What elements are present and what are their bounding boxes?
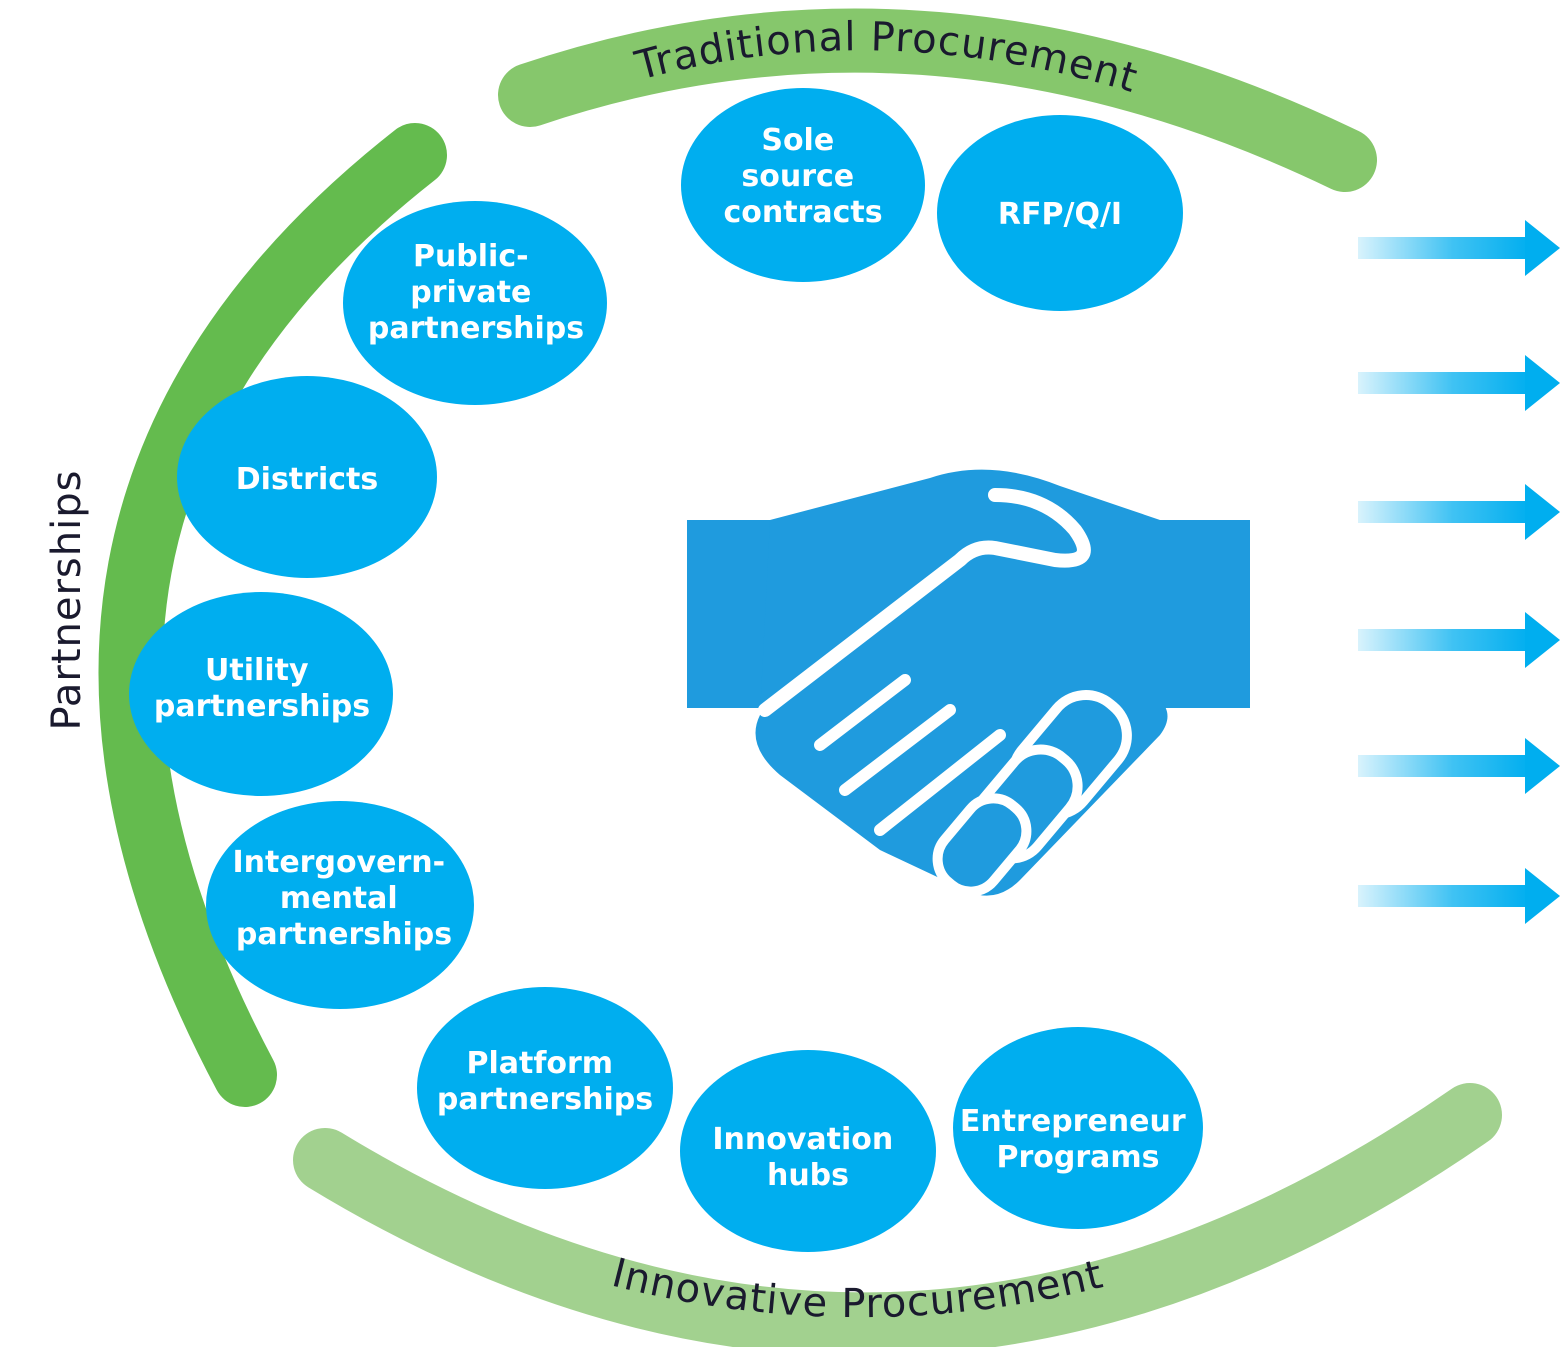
bubble-sole-source-contracts: Sole source contracts bbox=[681, 88, 925, 282]
bubble-label: Intergovern- mental partnerships bbox=[232, 845, 455, 952]
bubble-utility-partnerships: Utility partnerships bbox=[129, 592, 393, 796]
arrow-right-icon bbox=[1358, 738, 1560, 794]
bubble-platform-partnerships: Platform partnerships bbox=[417, 987, 673, 1189]
bubble-label: Platform partnerships bbox=[437, 1046, 653, 1117]
bubble-public-private-partnerships: Public- private partnerships bbox=[343, 201, 607, 405]
arrow-column bbox=[1358, 220, 1560, 924]
arrow-right-icon bbox=[1358, 612, 1560, 668]
bubble-label: Public- private partnerships bbox=[368, 239, 584, 346]
arrow-right-icon bbox=[1358, 220, 1560, 276]
bubble-label: RFP/Q/I bbox=[998, 197, 1122, 232]
bubble-entrepreneur-programs: Entrepreneur Programs bbox=[953, 1027, 1203, 1229]
arrow-right-icon bbox=[1358, 868, 1560, 924]
partnerships-arc bbox=[98, 123, 447, 1107]
bubble-label: Sole source contracts bbox=[723, 123, 882, 230]
bubble-districts: Districts bbox=[177, 376, 437, 578]
bubble-label: Entrepreneur Programs bbox=[960, 1104, 1196, 1175]
bubble-label: Innovation hubs bbox=[712, 1122, 903, 1193]
arrow-right-icon bbox=[1358, 484, 1560, 540]
innovative-procurement-arc bbox=[293, 1083, 1502, 1347]
arrow-right-icon bbox=[1358, 355, 1560, 411]
traditional-procurement-arc bbox=[498, 8, 1377, 192]
bubble-rfp-q-i: RFP/Q/I bbox=[937, 115, 1183, 311]
bubble-intergovernmental-partnerships: Intergovern- mental partnerships bbox=[206, 801, 474, 1009]
partnerships-label: Partnerships bbox=[44, 470, 90, 731]
bubble-innovation-hubs: Innovation hubs bbox=[680, 1050, 936, 1252]
bubble-label: Districts bbox=[236, 462, 378, 497]
handshake-icon bbox=[687, 469, 1250, 897]
bubble-label: Utility partnerships bbox=[154, 653, 370, 724]
